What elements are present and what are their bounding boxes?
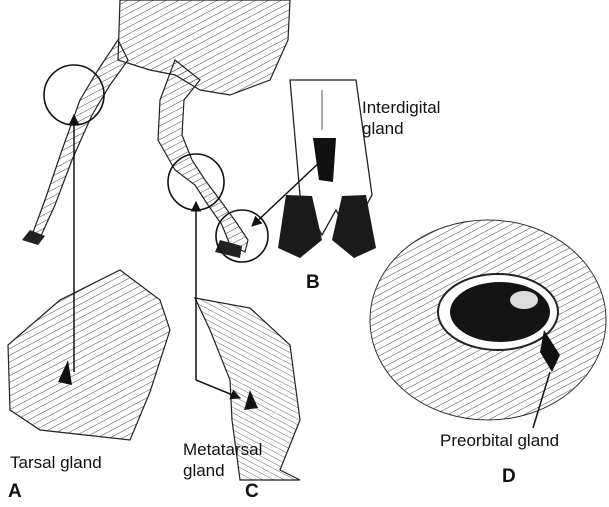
preorbital-label: Preorbital gland <box>440 431 559 450</box>
eyeball <box>450 282 550 342</box>
panel-letter-a: A <box>8 481 22 502</box>
interdigital-label-line1: Interdigital <box>362 98 440 117</box>
tarsal-label: Tarsal gland <box>10 453 102 472</box>
panel-letter-c: C <box>245 481 259 502</box>
tarsal-detail-patch <box>8 270 170 440</box>
metatarsal-label-line1: Metatarsal <box>183 440 262 459</box>
metatarsal-label-line2: gland <box>183 461 225 480</box>
deer-legs-illustration <box>22 0 290 258</box>
panel-letter-d: D <box>502 466 516 487</box>
leg-a <box>32 40 128 238</box>
panel-letter-b: B <box>306 272 320 293</box>
interdigital-label-line2: gland <box>362 119 404 138</box>
deer-haunch <box>118 0 290 95</box>
eye-detail-d <box>370 220 606 420</box>
eye-highlight <box>510 291 538 309</box>
